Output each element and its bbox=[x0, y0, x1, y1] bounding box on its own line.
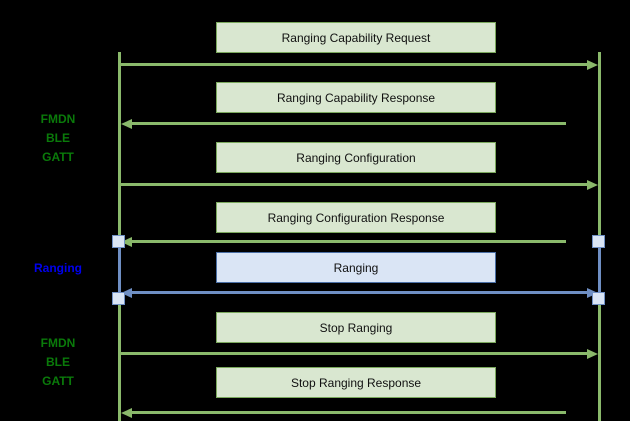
arrow-stop-ranging bbox=[121, 348, 598, 359]
phase-label-fmdn-ble-gatt-top: FMDN BLE GATT bbox=[40, 112, 76, 164]
arrowhead-left-icon bbox=[121, 287, 132, 298]
activation-bar-right bbox=[598, 241, 601, 299]
arrowhead-right-icon bbox=[587, 348, 598, 359]
arrowhead-left-icon bbox=[121, 118, 132, 129]
message-box-ranging-configuration: Ranging Configuration bbox=[216, 142, 496, 173]
activation-node-left-start bbox=[112, 235, 125, 248]
activation-bar-left bbox=[118, 241, 121, 299]
arrowhead-left-icon bbox=[121, 407, 132, 418]
arrowhead-right-icon bbox=[587, 59, 598, 70]
message-box-stop-ranging: Stop Ranging bbox=[216, 312, 496, 343]
arrow-ranging-capability-response bbox=[121, 118, 566, 129]
phase-label-fmdn-ble-gatt-bottom: FMDN BLE GATT bbox=[40, 336, 76, 388]
message-box-ranging-capability-request: Ranging Capability Request bbox=[216, 22, 496, 53]
phase-label-ranging: Ranging bbox=[34, 261, 82, 275]
message-box-ranging-capability-response: Ranging Capability Response bbox=[216, 82, 496, 113]
arrow-ranging-capability-request bbox=[121, 59, 598, 70]
activation-node-right-start bbox=[592, 235, 605, 248]
message-box-ranging: Ranging bbox=[216, 252, 496, 283]
arrowhead-left-icon bbox=[121, 236, 132, 247]
arrow-ranging-bidirectional bbox=[121, 287, 598, 298]
arrowhead-right-icon bbox=[587, 179, 598, 190]
arrow-stop-ranging-response bbox=[121, 407, 566, 418]
activation-node-left-end bbox=[112, 292, 125, 305]
arrow-ranging-configuration bbox=[121, 179, 598, 190]
arrow-ranging-configuration-response bbox=[121, 236, 566, 247]
message-box-stop-ranging-response: Stop Ranging Response bbox=[216, 367, 496, 398]
message-box-ranging-configuration-response: Ranging Configuration Response bbox=[216, 202, 496, 233]
activation-node-right-end bbox=[592, 292, 605, 305]
